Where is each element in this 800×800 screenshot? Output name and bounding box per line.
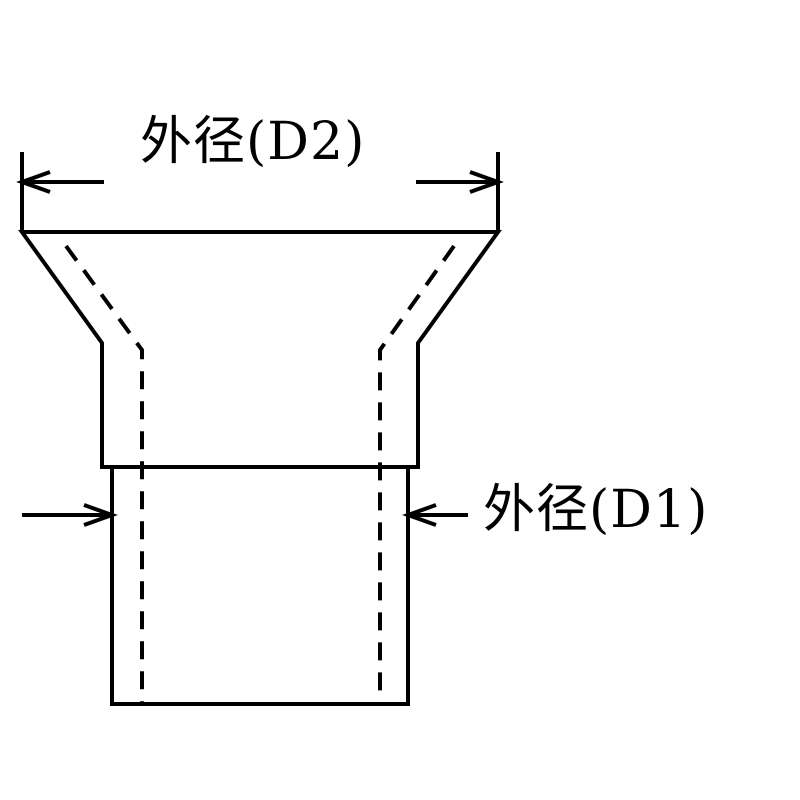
inner-hidden-line-right [378, 244, 456, 704]
outer-diameter-d2-label: 外径(D2) [140, 112, 366, 172]
d2-arrowhead-left [16, 170, 51, 194]
d1-arrowhead-right [402, 503, 437, 527]
tube-section-outline [110, 467, 410, 706]
outer-diameter-d1-label: 外径(D1) [483, 480, 709, 540]
inner-hidden-line-left [64, 244, 144, 704]
d2-arrowhead-right [469, 170, 504, 194]
d1-arrowhead-left [83, 503, 118, 527]
flared-section-outline [18, 230, 502, 469]
